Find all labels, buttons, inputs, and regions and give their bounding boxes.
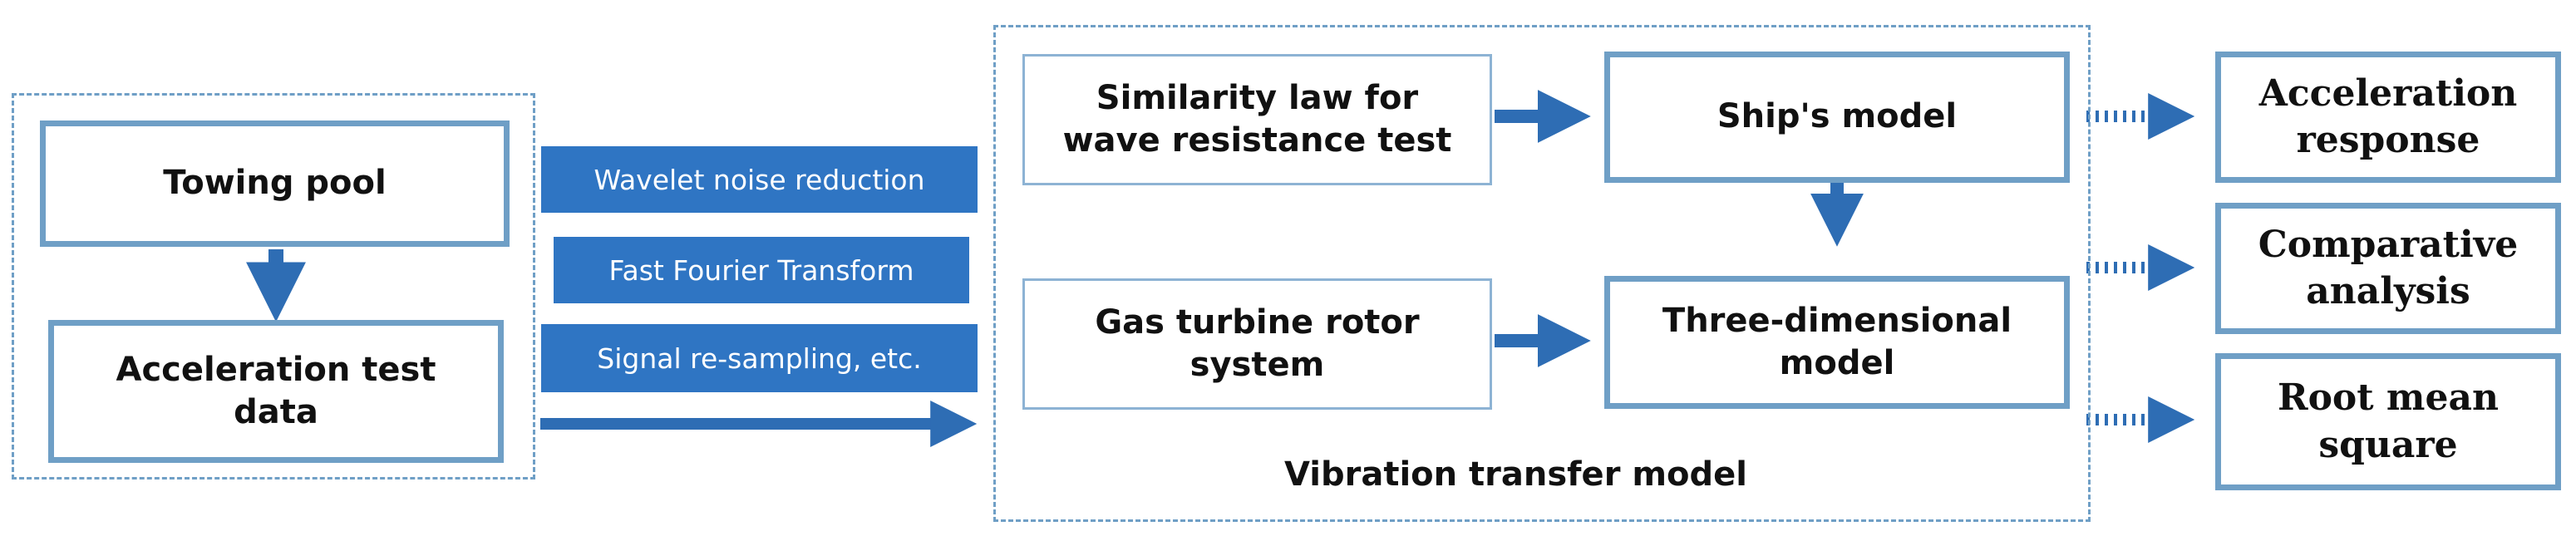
fast-fourier-transform-box: Fast Fourier Transform — [554, 237, 969, 303]
towing-pool-label: Towing pool — [163, 164, 387, 203]
three-dimensional-model-box: Three-dimensional model — [1604, 276, 2070, 409]
similarity-law-box: Similarity law for wave resistance test — [1022, 54, 1492, 185]
wavelet-noise-reduction-box: Wavelet noise reduction — [541, 146, 978, 213]
acceleration-test-data-label: Acceleration test data — [116, 350, 436, 431]
root-mean-square-label: Root mean square — [2278, 376, 2499, 466]
gas-turbine-label: Gas turbine rotor system — [1095, 302, 1420, 384]
wavelet-noise-reduction-label: Wavelet noise reduction — [594, 163, 925, 196]
similarity-law-label: Similarity law for wave resistance test — [1062, 78, 1452, 160]
root-mean-square-box: Root mean square — [2215, 353, 2561, 490]
ships-model-label: Ship's model — [1717, 97, 1958, 136]
comparative-analysis-box: Comparative analysis — [2215, 203, 2561, 334]
ships-model-box: Ship's model — [1604, 52, 2070, 183]
vibration-transfer-model-frame — [993, 25, 2091, 522]
fast-fourier-transform-label: Fast Fourier Transform — [608, 253, 914, 287]
signal-resampling-label: Signal re-sampling, etc. — [597, 342, 922, 375]
gas-turbine-box: Gas turbine rotor system — [1022, 278, 1492, 410]
comparative-analysis-label: Comparative analysis — [2258, 223, 2519, 312]
acceleration-response-label: Acceleration response — [2258, 71, 2518, 161]
acceleration-response-box: Acceleration response — [2215, 52, 2561, 183]
towing-pool-box: Towing pool — [40, 120, 510, 247]
vibration-transfer-model-caption: Vibration transfer model — [1284, 455, 1747, 494]
three-dimensional-model-label: Three-dimensional model — [1662, 301, 2012, 382]
acceleration-test-data-box: Acceleration test data — [48, 320, 504, 463]
test-group-frame — [12, 93, 535, 480]
signal-resampling-box: Signal re-sampling, etc. — [541, 324, 978, 392]
